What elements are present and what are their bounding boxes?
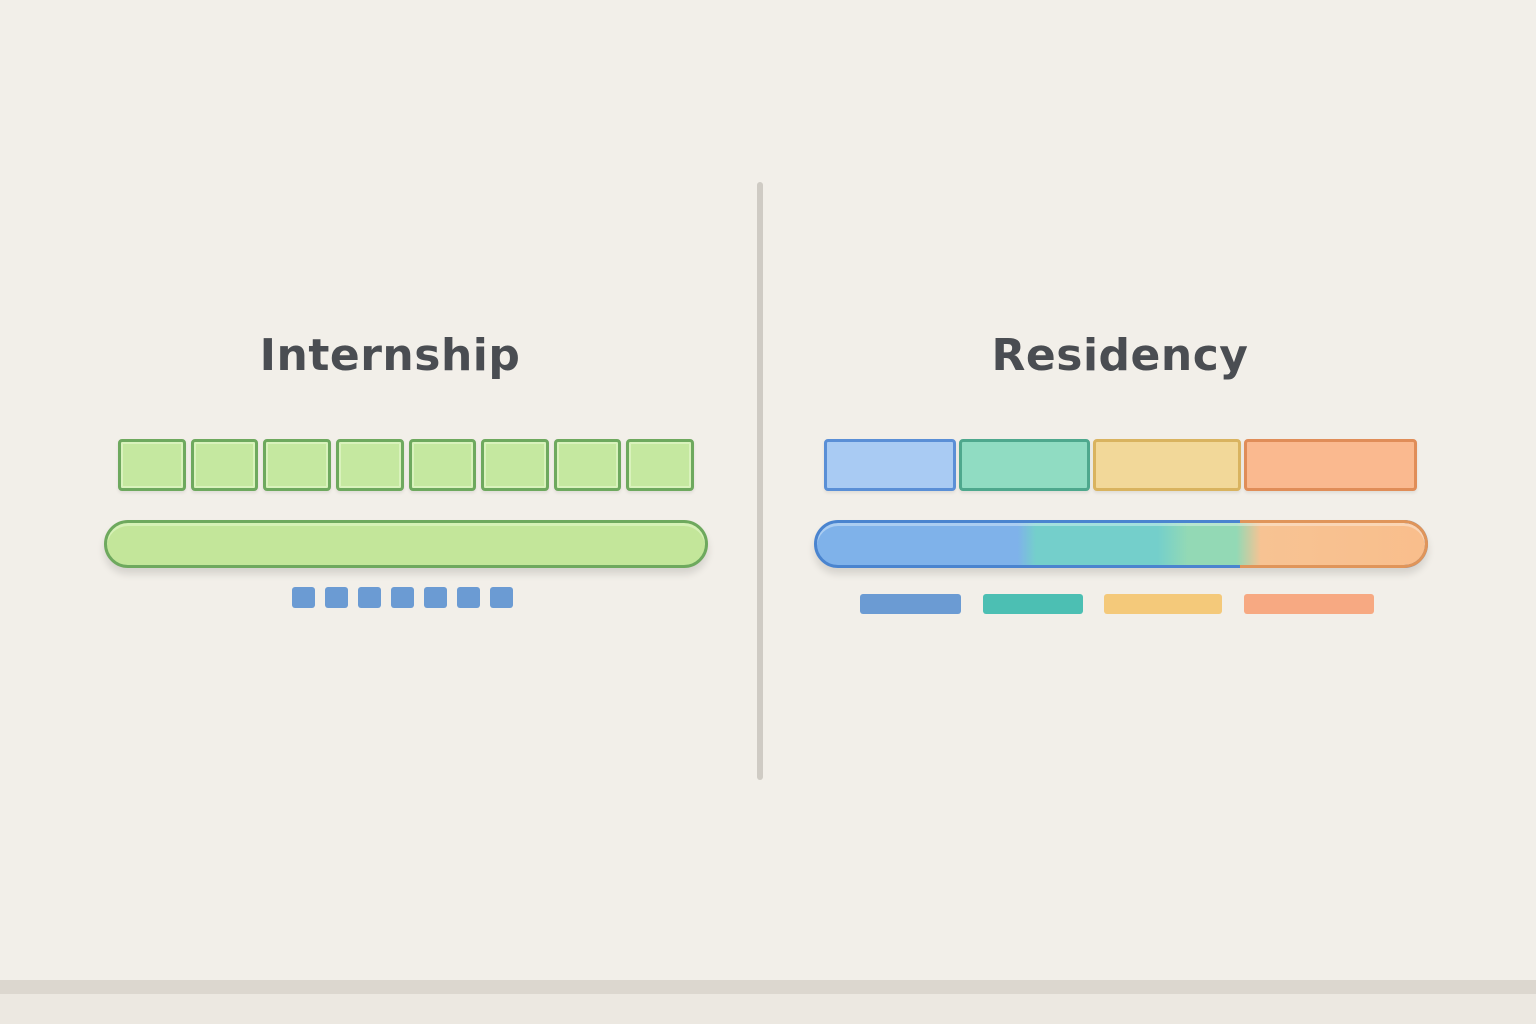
- internship-block-row: [118, 439, 694, 497]
- residency-legend-bar: [1244, 594, 1374, 614]
- internship-block: [553, 439, 622, 491]
- residency-phase-block: [959, 439, 1090, 491]
- internship-dot: [325, 587, 348, 608]
- residency-phase-block: [1244, 439, 1417, 491]
- residency-legend-bar: [860, 594, 961, 614]
- internship-dot-row: [292, 587, 516, 609]
- residency-legend-bar: [1104, 594, 1222, 614]
- residency-legend-bar: [983, 594, 1083, 614]
- internship-progress-bar: [104, 520, 708, 568]
- internship-dot: [457, 587, 480, 608]
- internship-dot: [391, 587, 414, 608]
- residency-legend-row: [860, 594, 1374, 616]
- internship-dot: [358, 587, 381, 608]
- residency-progress-bar: [814, 520, 1428, 568]
- residency-block-row: [824, 439, 1417, 497]
- internship-dot: [490, 587, 513, 608]
- internship-block: [481, 439, 549, 491]
- residency-phase-block: [1093, 439, 1241, 491]
- internship-dot: [292, 587, 315, 608]
- internship-block: [118, 439, 186, 491]
- internship-block: [335, 439, 404, 491]
- residency-title: Residency: [991, 330, 1249, 381]
- residency-phase-block: [824, 439, 956, 491]
- internship-block: [626, 439, 694, 491]
- internship-dot: [424, 587, 447, 608]
- internship-block: [190, 439, 259, 491]
- internship-block: [263, 439, 331, 491]
- center-divider: [757, 182, 763, 780]
- internship-title: Internship: [259, 330, 521, 381]
- internship-block: [408, 439, 477, 491]
- floor-edge: [0, 980, 1536, 994]
